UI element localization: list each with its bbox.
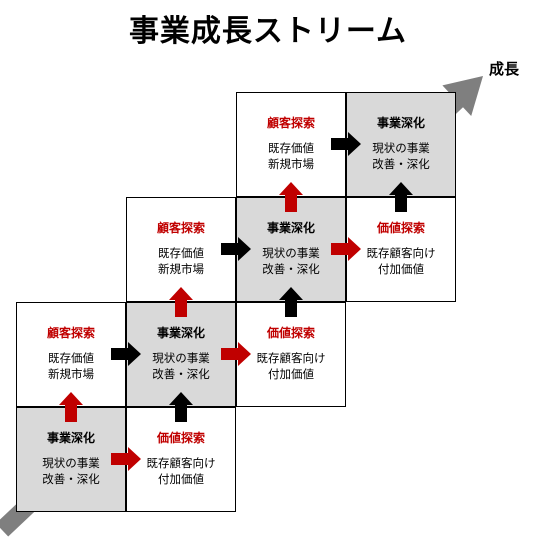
cell-title: 顧客探索: [156, 221, 205, 235]
cell-line: 改善・深化: [262, 262, 320, 276]
cell-line: 付加価値: [268, 367, 314, 381]
cell-line: 改善・深化: [372, 157, 430, 171]
arrow-up-red-9: [279, 182, 303, 212]
cell-deepen-3: 事業深化現状の事業改善・深化: [126, 302, 236, 407]
arrow-right-red-4: [221, 342, 251, 366]
cell-line: 現状の事業: [262, 246, 320, 260]
cell-line: 新規市場: [158, 262, 204, 276]
cell-title: 顧客探索: [266, 116, 315, 130]
arrow-up-black-3: [169, 392, 193, 422]
cell-title: 顧客探索: [46, 326, 95, 340]
cell-line: 既存顧客向け: [146, 456, 216, 470]
cell-line: 既存顧客向け: [256, 351, 326, 365]
cell-line: 現状の事業: [372, 141, 430, 155]
arrow-up-black-11: [389, 182, 413, 212]
arrow-up-black-7: [279, 287, 303, 317]
arrow-up-red-1: [59, 392, 83, 422]
cell-title: 事業深化: [266, 221, 315, 235]
arrow-right-red-0: [111, 447, 141, 471]
cell-line: 付加価値: [378, 262, 424, 276]
cell-title: 価値探索: [156, 431, 205, 445]
cell-line: 付加価値: [158, 472, 204, 486]
cell-title: 事業深化: [156, 326, 205, 340]
cell-value-7: 価値探索既存顧客向け付加価値: [346, 197, 456, 302]
cell-customer-2: 顧客探索既存価値新規市場: [16, 302, 126, 407]
arrow-right-black-2: [111, 342, 141, 366]
cell-line: 既存顧客向け: [366, 246, 436, 260]
cell-line: 新規市場: [48, 367, 94, 381]
arrow-right-red-8: [331, 237, 361, 261]
cell-line: 現状の事業: [42, 456, 100, 470]
cell-title: 価値探索: [266, 326, 315, 340]
cell-line: 既存価値: [48, 351, 94, 365]
cell-line: 既存価値: [268, 141, 314, 155]
cell-customer-5: 顧客探索既存価値新規市場: [126, 197, 236, 302]
cell-customer-8: 顧客探索既存価値新規市場: [236, 92, 346, 197]
cell-line: 新規市場: [268, 157, 314, 171]
cell-line: 改善・深化: [152, 367, 210, 381]
cell-title: 価値探索: [376, 221, 425, 235]
page-title: 事業成長ストリーム: [128, 14, 408, 49]
cell-line: 既存価値: [158, 246, 204, 260]
cell-title: 事業深化: [376, 116, 425, 130]
cell-title: 事業深化: [46, 431, 95, 445]
arrow-up-red-5: [169, 287, 193, 317]
cell-line: 改善・深化: [42, 472, 100, 486]
cell-deepen-9: 事業深化現状の事業改善・深化: [346, 92, 456, 197]
growth-label: 成長: [489, 60, 520, 78]
cell-line: 現状の事業: [152, 351, 210, 365]
cell-value-1: 価値探索既存顧客向け付加価値: [126, 407, 236, 512]
cell-value-4: 価値探索既存顧客向け付加価値: [236, 302, 346, 407]
arrow-right-black-6: [221, 237, 251, 261]
arrow-right-black-10: [331, 132, 361, 156]
cell-deepen-0: 事業深化現状の事業改善・深化: [16, 407, 126, 512]
